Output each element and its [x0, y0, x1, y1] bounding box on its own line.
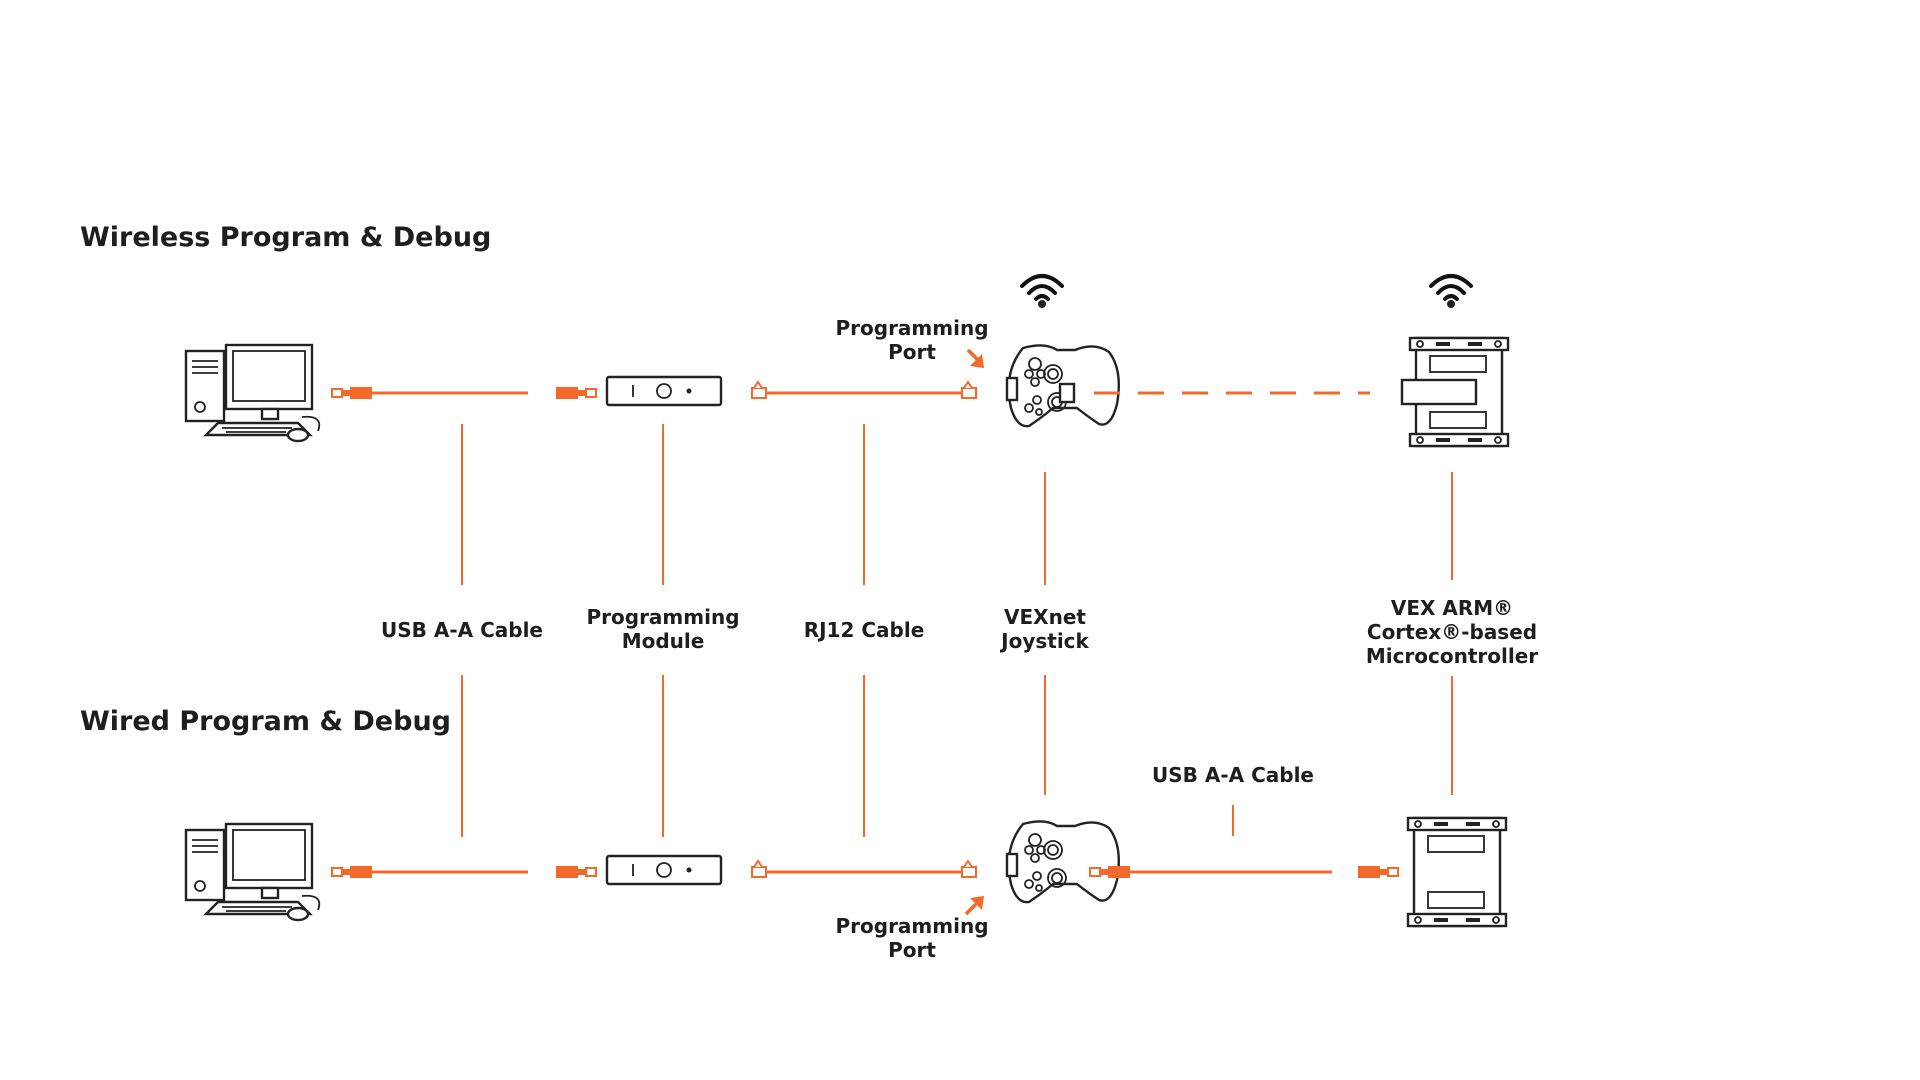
programming-port-arrow-top	[970, 354, 984, 368]
label-usb-cable: USB A-A Cable	[372, 618, 552, 642]
section-title-wireless: Wireless Program & Debug	[80, 222, 492, 253]
microcontroller-icon	[1406, 816, 1508, 928]
label-rj12-cable: RJ12 Cable	[774, 618, 954, 642]
usb-plug-left	[331, 386, 373, 400]
rj12-plug-left	[751, 381, 767, 399]
label-microcontroller-line1: VEX ARM®	[1390, 596, 1514, 620]
label-programming-module-line2: Module	[621, 629, 705, 653]
label-programming-port-top: Programming Port	[832, 316, 992, 364]
label-microcontroller-line3: Microcontroller	[1365, 644, 1539, 668]
label-programming-port-bottom-line1: Programming	[835, 914, 989, 938]
rj12-plug-right	[961, 860, 977, 878]
gamepad-icon	[1005, 820, 1121, 904]
section-title-wired: Wired Program & Debug	[80, 706, 451, 737]
label-programming-port-top-line1: Programming	[835, 316, 989, 340]
label-rj12-cable-text: RJ12 Cable	[803, 618, 925, 642]
programming-port-arrow-bottom	[970, 896, 984, 910]
label-usb-cable-text: USB A-A Cable	[381, 618, 543, 642]
programming-module-icon	[605, 854, 723, 886]
wifi-icon-micro	[1429, 274, 1473, 310]
usb-plug-micro	[1358, 866, 1399, 878]
wifi-icon-joystick	[1020, 274, 1064, 310]
label-programming-port-top-line2: Port	[888, 340, 936, 364]
label-programming-module: Programming Module	[573, 605, 753, 653]
wireless-row	[184, 274, 1510, 448]
leader-lines	[461, 424, 1453, 837]
label-programming-module-line1: Programming	[586, 605, 740, 629]
usb-plug-left	[331, 865, 373, 879]
desktop-computer-icon	[184, 343, 321, 443]
desktop-computer-icon	[184, 822, 321, 922]
wired-row	[184, 816, 1508, 928]
usb-plug-right	[556, 387, 597, 399]
programming-module-icon	[605, 375, 723, 407]
rj12-plug-right	[961, 381, 977, 399]
rj12-plug-left	[751, 860, 767, 878]
usb-plug-joystick	[1089, 865, 1131, 879]
label-programming-port-bottom: Programming Port	[832, 914, 992, 962]
label-joystick-line2: Joystick	[1001, 629, 1089, 653]
label-joystick: VEXnet Joystick	[965, 605, 1125, 653]
label-microcontroller-line2: Cortex®-based	[1366, 620, 1538, 644]
usb-plug-right	[556, 866, 597, 878]
label-usb-cable-wired: USB A-A Cable	[1138, 763, 1328, 787]
label-programming-port-bottom-line2: Port	[888, 938, 936, 962]
label-microcontroller: VEX ARM® Cortex®-based Microcontroller	[1352, 596, 1552, 668]
label-joystick-line1: VEXnet	[1004, 605, 1086, 629]
label-usb-cable-wired-text: USB A-A Cable	[1152, 763, 1314, 787]
